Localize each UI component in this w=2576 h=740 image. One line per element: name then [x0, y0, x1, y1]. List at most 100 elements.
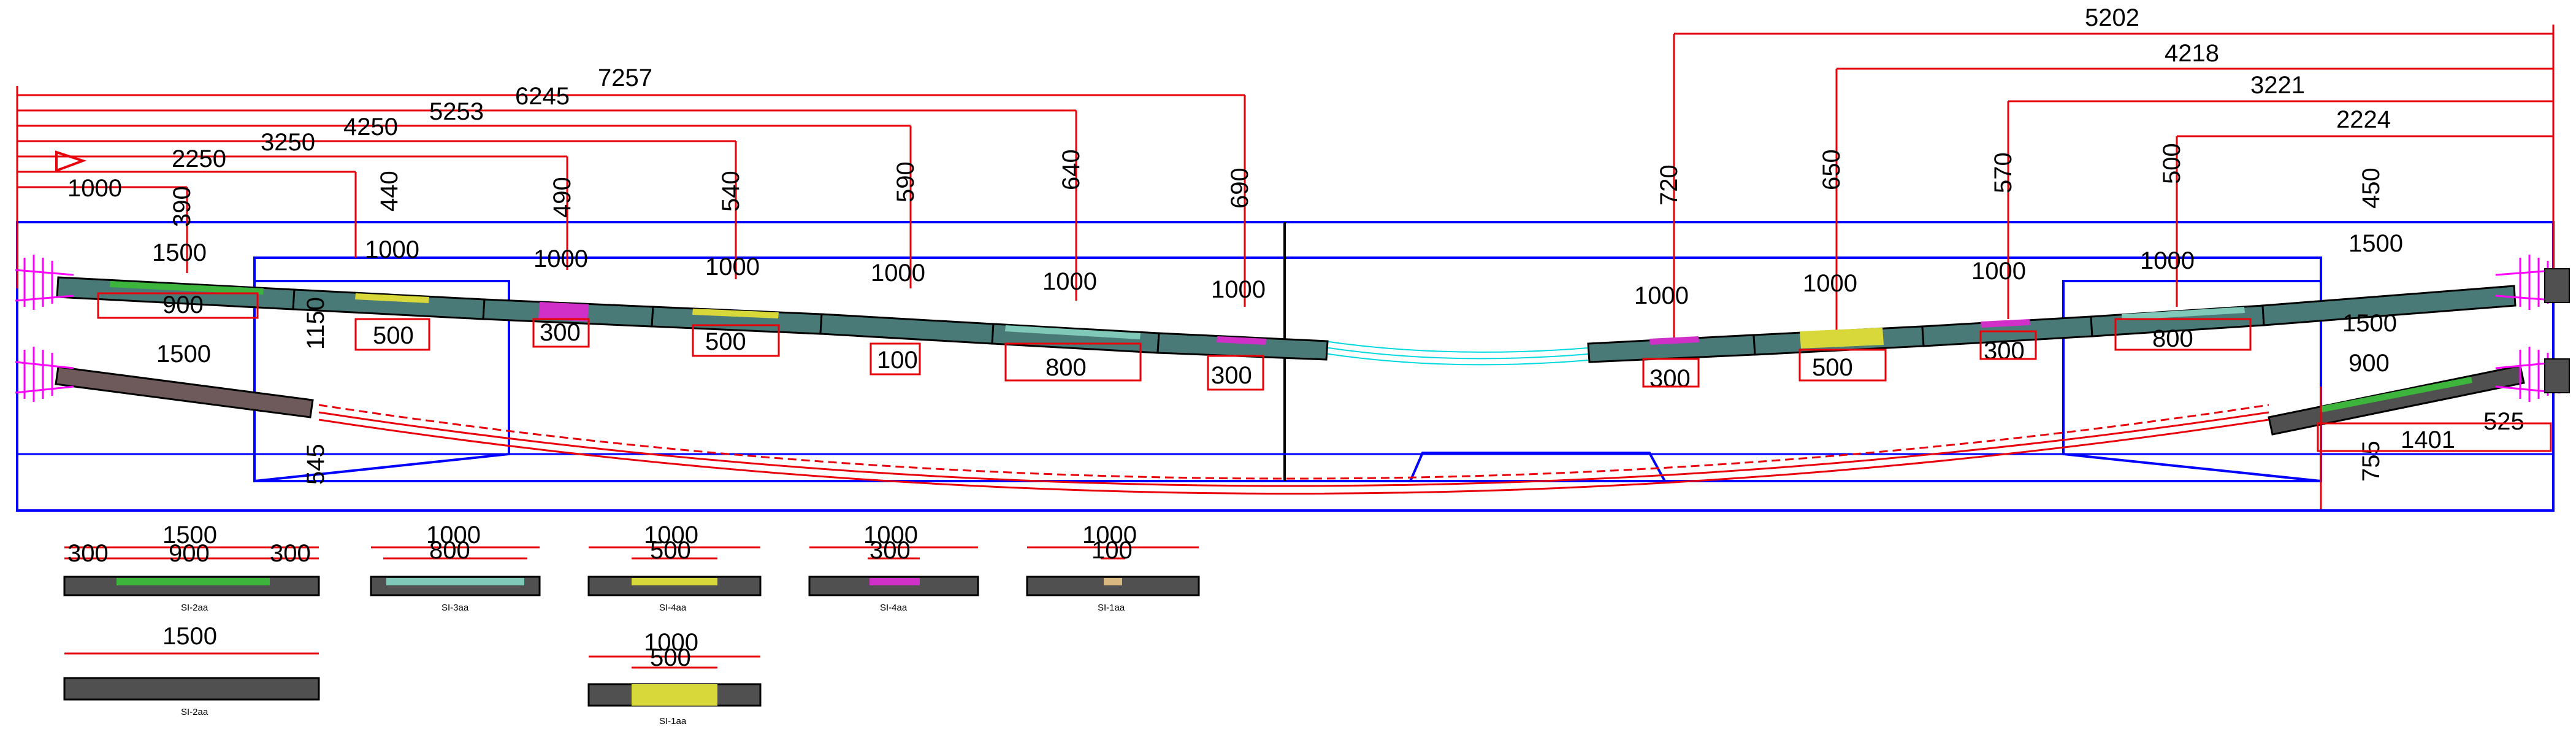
segment-label: 1000	[2140, 247, 2195, 274]
height-label: 640	[1058, 149, 1085, 190]
end-blocks	[2544, 268, 2570, 393]
legend-item: 1000 100 SI-1aa	[1026, 522, 1200, 613]
left-insert-dimension-boxes	[97, 292, 1264, 391]
legend-item: 1000 500 SI-1aa	[587, 629, 762, 727]
legend-top-label: 1000	[644, 629, 698, 656]
lower-strut-label: 1500	[2342, 310, 2397, 337]
left-deck-segments	[55, 276, 1329, 418]
legend-insert	[386, 578, 524, 585]
legend-item: 1500 300 900 300 SI-2aa	[63, 522, 320, 613]
bottom-label: 1401	[2401, 426, 2455, 453]
legend-sub-label: 800	[429, 537, 470, 564]
right-deck-segments	[1587, 285, 2525, 436]
segment-label: 1000	[705, 253, 760, 280]
chain-label-3250: 3250	[261, 129, 315, 156]
legend-sub-label: 900	[169, 540, 210, 567]
insert-teal	[1005, 325, 1141, 339]
legend-sub-label: 300	[67, 540, 109, 567]
chain-label-5202: 5202	[2085, 4, 2139, 31]
left-height-labels: 390 440 490 540 590 640 690	[169, 149, 1253, 227]
insert-label: 100	[877, 347, 918, 374]
left-segment-labels: 1500 1000 1000 1000 1000 1000 1000 900 5…	[152, 236, 1266, 485]
legend-tag: SI-1aa	[659, 716, 687, 727]
legend-tag: SI-4aa	[880, 603, 908, 613]
deck-segment	[819, 313, 995, 345]
lower-strut-label: 900	[2349, 350, 2390, 377]
deck-segment	[1156, 332, 1329, 361]
legend-insert	[632, 684, 717, 706]
right-height-labels: 720 650 570 500 450	[1656, 143, 2385, 209]
chain-label-1000: 1000	[67, 175, 122, 202]
height-label: 390	[169, 186, 196, 227]
chain-label-7257: 7257	[598, 64, 652, 91]
legend-insert	[117, 578, 270, 585]
legend-top-label: 1000	[644, 522, 698, 549]
right-segment-labels: 1000 1000 1000 1000 1500 300 500 300 800…	[1634, 230, 2524, 482]
height-label: 450	[2358, 168, 2385, 209]
insert-label: 900	[162, 291, 204, 318]
chain-label-6245: 6245	[515, 83, 570, 110]
bottom-label: 755	[2358, 441, 2385, 482]
left-chain-labels: 7257 6245 5253 4250 3250 2250 1000	[67, 64, 652, 202]
insert-label: 500	[1812, 354, 1853, 381]
height-label: 720	[1656, 164, 1683, 206]
legend-sub-label: 300	[869, 537, 911, 564]
segment-label: 1000	[365, 236, 419, 263]
legend-insert	[1104, 578, 1122, 585]
insert-magenta	[1217, 336, 1266, 345]
legend-tag: SI-2aa	[181, 707, 208, 717]
height-label: 590	[892, 161, 919, 202]
segment-label: 1000	[1634, 282, 1689, 309]
deck-segment	[2261, 285, 2517, 326]
legend-bar	[63, 677, 320, 701]
segment-label: 1000	[1211, 276, 1266, 303]
lower-strut	[55, 366, 314, 418]
insert-magenta	[538, 302, 589, 322]
bottom-label: 525	[2483, 408, 2524, 435]
legend-item: 1000 300 SI-4aa	[808, 522, 979, 613]
insert-label: 500	[705, 328, 746, 355]
insert-label: 300	[1649, 365, 1691, 392]
insert-label: 500	[373, 322, 414, 349]
sag-cables	[318, 404, 2269, 495]
insert-label: 300	[1984, 337, 2025, 364]
insert-yellow	[692, 309, 779, 318]
legend-sub-label: 500	[650, 644, 691, 671]
chain-label-4218: 4218	[2165, 40, 2219, 67]
insert-teal	[2122, 307, 2245, 320]
height-label: 650	[1818, 149, 1845, 190]
legend-tag: SI-2aa	[181, 603, 208, 613]
height-label: 490	[549, 177, 576, 218]
right-insert-dimension-boxes	[1642, 318, 2552, 509]
legend-item: 1500 SI-2aa	[63, 623, 320, 717]
legend-tag: SI-4aa	[659, 603, 687, 613]
legend: 1500 300 900 300 SI-2aa 1000 800 SI-3aa …	[63, 522, 1200, 727]
left-chain-dimensions	[16, 86, 1246, 307]
height-label: 690	[1226, 168, 1253, 209]
lower-strut-label: 1500	[156, 341, 211, 368]
side-label: 1150	[302, 297, 329, 350]
legend-insert	[632, 578, 717, 585]
center-hatch	[1324, 341, 1589, 366]
legend-sub-label: 300	[270, 540, 311, 567]
legend-top-label: 1500	[162, 623, 217, 650]
insert-magenta	[1981, 319, 2030, 328]
segment-label: 1000	[1042, 268, 1097, 295]
origin-flag-icon	[55, 150, 87, 172]
chain-label-2224: 2224	[2336, 106, 2391, 133]
insert-green	[110, 281, 264, 295]
legend-insert	[869, 578, 920, 585]
legend-tag: SI-1aa	[1098, 603, 1125, 613]
legend-item: 1000 500 SI-4aa	[587, 522, 762, 613]
chain-label-5253: 5253	[429, 98, 484, 125]
legend-sub-label: 500	[650, 537, 691, 564]
legend-top-label: 1000	[1082, 522, 1137, 549]
anchor-icon	[15, 255, 74, 310]
insert-label: 300	[1211, 362, 1252, 389]
right-chain-labels: 5202 4218 3221 2224	[2085, 4, 2391, 133]
height-label: 540	[717, 171, 744, 212]
insert-yellow	[355, 293, 429, 303]
height-label: 440	[376, 171, 403, 212]
segment-label: 1500	[152, 239, 207, 266]
